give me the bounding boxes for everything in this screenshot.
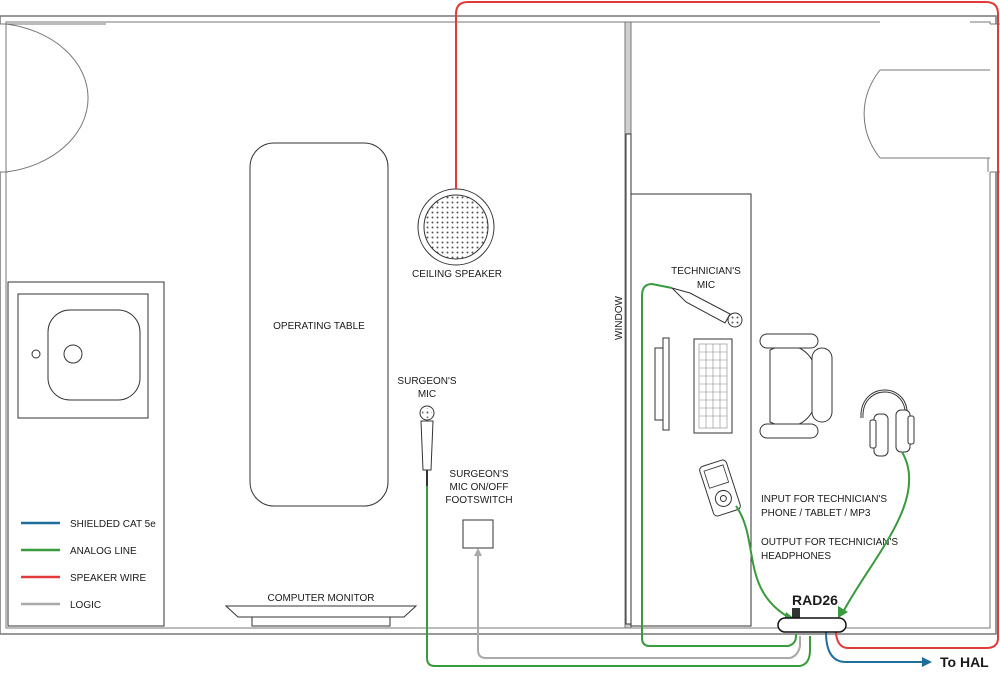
operating-table-label: OPERATING TABLE <box>273 321 365 332</box>
cat5e-cable <box>825 631 922 663</box>
speaker-wire <box>455 1 999 649</box>
footswitch: SURGEON'S MIC ON/OFF FOOTSWITCH <box>445 469 513 549</box>
output-note-1: OUTPUT FOR TECHNICIAN'S <box>761 537 898 548</box>
technicians-mic: TECHNICIAN'S MIC <box>670 266 743 328</box>
notes: INPUT FOR TECHNICIAN'S PHONE / TABLET / … <box>761 494 898 562</box>
headphones <box>860 389 915 457</box>
legend-label-analog: ANALOG LINE <box>70 546 137 557</box>
computer-monitor-label: COMPUTER MONITOR <box>267 593 374 604</box>
legend-label-logic: LOGIC <box>70 600 101 611</box>
sink-counter <box>7 281 165 627</box>
technician-chair <box>759 333 833 439</box>
output-note-2: HEADPHONES <box>761 551 831 562</box>
surgeons-mic-cable <box>426 486 811 667</box>
floor-plan-walls <box>0 15 1000 635</box>
headphones-arrowhead <box>838 606 848 618</box>
input-note-2: PHONE / TABLET / MP3 <box>761 508 871 519</box>
cables <box>426 1 999 667</box>
window-label: WINDOW <box>614 296 625 340</box>
footswitch-label-3: FOOTSWITCH <box>445 495 512 506</box>
rad26-label: RAD26 <box>792 592 838 608</box>
left-door <box>5 23 106 173</box>
surgeons-mic: SURGEON'S MIC <box>397 376 457 486</box>
mp3-player <box>699 459 741 517</box>
rad26-unit: RAD26 <box>777 592 847 633</box>
operating-table: OPERATING TABLE <box>249 142 389 507</box>
input-note-1: INPUT FOR TECHNICIAN'S <box>761 494 887 505</box>
ceiling-speaker: CEILING SPEAKER <box>412 188 502 280</box>
footswitch-logic-cable <box>477 552 801 659</box>
legend: SHIELDED CAT 5e ANALOG LINE SPEAKER WIRE… <box>21 519 156 611</box>
technician-desk: WINDOW <box>614 133 752 627</box>
technicians-mic-cable <box>641 282 797 647</box>
to-hal-arrowhead <box>922 657 932 667</box>
mp3-input-cable <box>735 505 791 619</box>
technicians-mic-label-1: TECHNICIAN'S <box>671 266 741 277</box>
logic-arrowhead <box>474 548 482 556</box>
surgeons-mic-label-1: SURGEON'S <box>397 376 456 387</box>
to-hal-label: To HAL <box>940 654 989 670</box>
technicians-mic-label-2: MIC <box>697 280 715 291</box>
ceiling-speaker-label: CEILING SPEAKER <box>412 269 502 280</box>
legend-label-cat5e: SHIELDED CAT 5e <box>70 519 156 530</box>
legend-label-speaker: SPEAKER WIRE <box>70 573 146 584</box>
right-door <box>863 69 990 172</box>
footswitch-label-1: SURGEON'S <box>449 469 508 480</box>
footswitch-label-2: MIC ON/OFF <box>450 482 509 493</box>
computer-monitor: COMPUTER MONITOR <box>224 593 418 627</box>
headphones-output-cable <box>841 451 911 615</box>
surgeons-mic-label-2: MIC <box>418 389 436 400</box>
